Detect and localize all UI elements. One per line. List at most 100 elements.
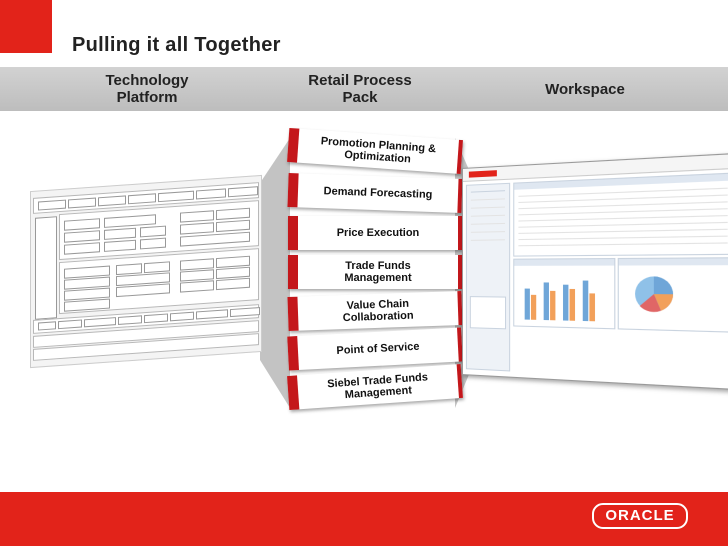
- diagram-box: [196, 309, 228, 320]
- slide-title: Pulling it all Together: [72, 34, 281, 56]
- diagram-box: [180, 280, 214, 293]
- diagram-box: [116, 263, 142, 276]
- footer-bar: ORACLE: [0, 492, 728, 546]
- card-demand-forecasting: Demand Forecasting: [287, 172, 463, 214]
- workspace-table-pane: [513, 172, 728, 257]
- sidebar-line: [470, 214, 506, 217]
- column-label-line2: Platform: [116, 89, 178, 106]
- card-label-line1: Point of Service: [336, 340, 420, 358]
- diagram-box: [144, 313, 168, 324]
- diagram-box: [64, 242, 100, 255]
- diagram-box: [118, 315, 142, 325]
- diagram-side-panel: [35, 216, 57, 320]
- card-label-line1: Price Execution: [336, 227, 420, 239]
- table-line: [518, 201, 728, 210]
- sidebar-line: [470, 190, 506, 193]
- sidebar-line: [470, 239, 506, 241]
- card-label: Demand Forecasting: [299, 173, 456, 212]
- card-red-tab: [287, 172, 299, 208]
- pane-header: [514, 259, 615, 266]
- diagram-box: [140, 237, 166, 250]
- pane-header: [618, 258, 728, 266]
- pie-slice: [653, 276, 674, 295]
- card-point-of-service: Point of Service: [287, 327, 463, 371]
- sidebar-calendar: [469, 296, 507, 330]
- diagram-box: [144, 261, 170, 274]
- diagram-box: [180, 210, 214, 223]
- chart-bar: [530, 294, 537, 320]
- column-label-line2: Pack: [342, 89, 378, 106]
- technology-platform-diagram: [30, 174, 262, 369]
- diagram-box: [68, 197, 96, 209]
- retail-process-pack-stack: Promotion Planning &Optimization Demand …: [284, 127, 464, 411]
- diagram-box: [64, 298, 110, 312]
- card-promotion-planning: Promotion Planning &Optimization: [287, 127, 463, 175]
- diagram-box: [64, 218, 100, 231]
- card-label-line1: Trade Funds: [345, 260, 411, 272]
- column-workspace: Workspace: [520, 81, 650, 98]
- card-label-line1: Demand Forecasting: [323, 185, 433, 201]
- diagram-box: [58, 319, 82, 330]
- card-label: Price Execution: [300, 216, 456, 250]
- diagram-box: [230, 307, 260, 318]
- workspace-logo: [468, 170, 497, 178]
- table-line: [518, 221, 728, 228]
- card-red-tab: [287, 296, 299, 332]
- diagram-box: [38, 321, 56, 331]
- table-line: [518, 242, 728, 247]
- column-label-line1: Workspace: [545, 81, 625, 98]
- table-line: [518, 215, 728, 222]
- card-label-line2: Collaboration: [342, 309, 414, 325]
- diagram-box: [98, 195, 126, 207]
- table-line: [518, 208, 728, 216]
- workspace-bar-chart: [513, 257, 616, 330]
- pie-graphic: [635, 276, 674, 313]
- sidebar-line: [470, 198, 506, 201]
- diagram-box: [216, 219, 250, 233]
- card-price-execution: Price Execution: [288, 216, 462, 250]
- chart-bar: [569, 288, 576, 321]
- card-red-tab: [288, 255, 298, 289]
- card-label: Point of Service: [299, 328, 457, 370]
- diagram-box: [64, 230, 100, 243]
- sidebar-line: [470, 222, 506, 225]
- chart-bar: [543, 282, 549, 321]
- diagram-box: [104, 239, 136, 252]
- diagram-box: [84, 317, 116, 328]
- sidebar-line: [470, 231, 506, 233]
- chart-bar: [582, 280, 589, 322]
- diagram-box: [170, 311, 194, 322]
- brand-red-square: [0, 0, 52, 53]
- diagram-box: [228, 186, 258, 198]
- column-retail-process-pack: Retail Process Pack: [290, 72, 430, 106]
- column-label-line1: Technology: [105, 72, 189, 89]
- table-line: [518, 228, 728, 234]
- column-label-line1: Retail Process: [308, 72, 412, 89]
- table-line: [518, 235, 728, 241]
- diagram-box: [180, 231, 250, 247]
- workspace-screenshot: [462, 152, 728, 391]
- diagram-box: [196, 188, 226, 200]
- workspace-pie-chart: [617, 257, 728, 333]
- oracle-logo: ORACLE: [592, 503, 688, 529]
- chart-bar: [589, 293, 596, 322]
- column-header-band: Technology Platform Retail Process Pack …: [0, 67, 728, 111]
- column-technology-platform: Technology Platform: [92, 72, 202, 106]
- chart-bar: [524, 288, 530, 320]
- diagram-box: [216, 207, 250, 221]
- diagram-box: [38, 199, 66, 211]
- diagram-box: [216, 277, 250, 291]
- sidebar-line: [470, 206, 506, 209]
- diagram-box: [128, 193, 156, 205]
- card-label-line2: Management: [344, 272, 412, 284]
- diagram-box: [158, 190, 194, 203]
- diagram-box: [104, 227, 136, 240]
- card-red-tab: [287, 375, 300, 411]
- chart-bar: [563, 284, 569, 321]
- card-label: Promotion Planning &Optimization: [299, 129, 457, 174]
